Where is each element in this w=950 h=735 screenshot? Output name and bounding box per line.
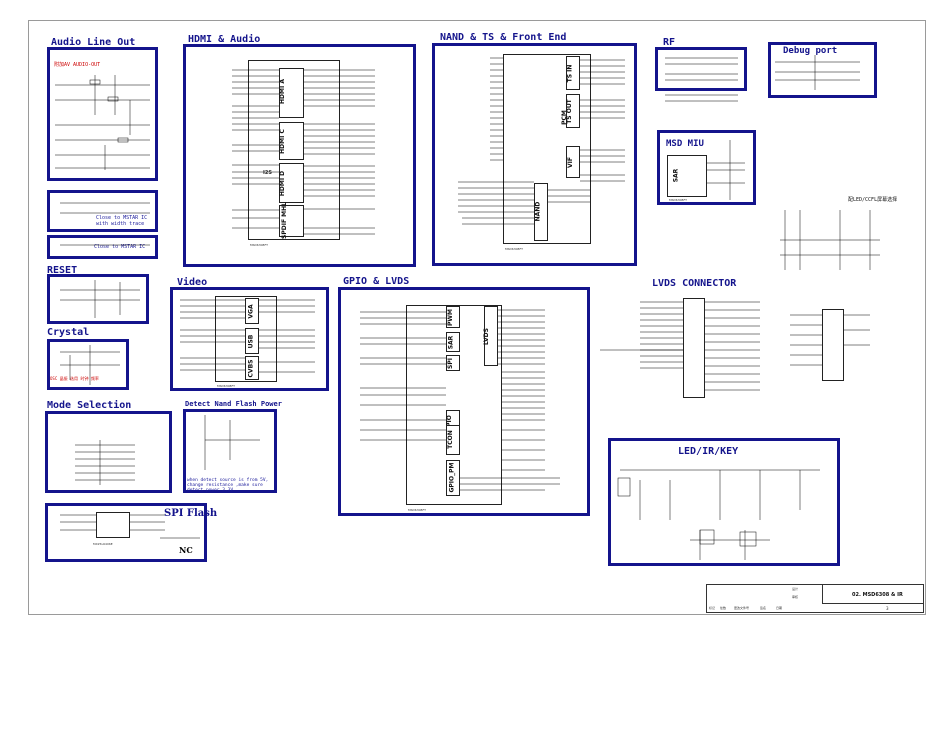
nand-power-note-3: detect power 3.3V [187, 488, 234, 493]
nand-power-title: Detect Nand Flash Power [185, 400, 282, 408]
title-block-doc [822, 584, 924, 604]
miu-chip-name: MSD6308FT [669, 198, 687, 202]
nc-label: NC [179, 545, 193, 555]
spi-port [446, 355, 460, 371]
sar-port [446, 332, 460, 352]
ts-in-port [566, 56, 580, 90]
crystal-note: OSC 晶振 选用 时钟 频率 [50, 376, 99, 381]
debug-port-block [768, 42, 877, 98]
title-block-doc-title: 02. MSD6308 & IR [852, 592, 903, 598]
meter-block [47, 190, 158, 232]
meter-note-1: Close to MSTAR IC [96, 215, 148, 221]
nand-port [534, 183, 548, 241]
rf-block [655, 47, 747, 91]
title-block-col3: 更改文件号 [734, 606, 750, 610]
nand-power-note-2: change resistance ,make sure [187, 483, 263, 488]
led-ir-key-block [608, 438, 840, 566]
spi-flash-block [45, 503, 207, 562]
gpio-lvds-block [338, 287, 590, 516]
meter-note-cn: 附加AV AUDIO-OUT [54, 62, 101, 68]
lvds-connector-51pin [822, 309, 844, 381]
crystal-title: Crystal [47, 327, 90, 338]
nand-ts-title: NAND & TS & Front End [440, 32, 567, 43]
schematic-sheet [28, 20, 926, 615]
hdmi-chip-name: MSD6308FT [250, 243, 268, 247]
mode-selection-title: Mode Selection [47, 400, 132, 411]
spi-flash-title: SPI Flash [164, 508, 218, 519]
title-block-approve: 审核 [792, 595, 799, 599]
title-block-col2: 处数 [720, 606, 727, 610]
meter-block-2 [47, 235, 158, 259]
video-chip-name: MSD6308FT [217, 384, 235, 388]
crystal-block [47, 339, 129, 390]
nand-ts-block [432, 43, 637, 266]
led-ir-key-title: LED/IR/KEY [678, 446, 739, 457]
usb-port [245, 328, 259, 354]
lvds-select-note: 配LED/CCFL屏幕选择 [848, 197, 898, 203]
title-block-col5: 日期 [776, 606, 783, 610]
hdmi-audio-title: HDMI & Audio [188, 34, 261, 45]
reset-title: RESET [47, 265, 78, 276]
reset-block [47, 274, 149, 324]
video-title: Video [177, 277, 208, 288]
msd-miu-title: MSD MIU [666, 139, 704, 149]
pwm-port [446, 306, 460, 328]
debug-port-title: Debug port [783, 46, 838, 56]
i2s-label: I2S [263, 170, 272, 176]
meter-note-2: with width trace [96, 221, 145, 227]
title-block-col1: 标记 [709, 606, 716, 610]
lvds-port [484, 306, 498, 366]
gpio-chip-name: MSD6308FT [408, 508, 426, 512]
nand-power-note-1: when detect source is from 5V, [187, 478, 269, 483]
hdmi-a-port [279, 68, 304, 118]
title-block-col4: 签名 [760, 606, 767, 610]
gpio-lvds-title: GPIO & LVDS [343, 276, 410, 287]
lvds-connector-30pin [683, 298, 705, 398]
cvbs-port [245, 356, 259, 380]
spdif-port [279, 205, 304, 237]
ts-out-port [566, 94, 580, 128]
tcon-port [446, 425, 460, 455]
audio-line-out-title: Audio Line Out [51, 37, 136, 48]
nand-chip-name: MSD6308FT [505, 247, 523, 251]
spi-flash-chip-name: MX25L6406E [93, 542, 113, 546]
video-block [170, 287, 329, 391]
miu-chip [667, 155, 707, 197]
rf-title: RF [663, 37, 676, 48]
hdmi-audio-block [183, 44, 416, 267]
lvds-connector-title: LVDS CONNECTOR [652, 278, 737, 289]
mode-selection-block [45, 411, 172, 493]
meter-note-3: Close to MSTAR IC [94, 244, 146, 250]
vif-port [566, 146, 580, 178]
spi-flash-chip [96, 512, 130, 538]
title-block-check: 设计 [792, 587, 799, 591]
msd-miu-block [657, 130, 756, 205]
nand-power-block [183, 409, 277, 493]
gpio-pm-port [446, 460, 460, 496]
title-block-sheet: 3 [886, 606, 889, 611]
vga-port [245, 298, 259, 324]
audio-line-out-block [47, 47, 158, 181]
hdmi-c-port [279, 122, 304, 160]
hdmi-d-port [279, 163, 304, 203]
